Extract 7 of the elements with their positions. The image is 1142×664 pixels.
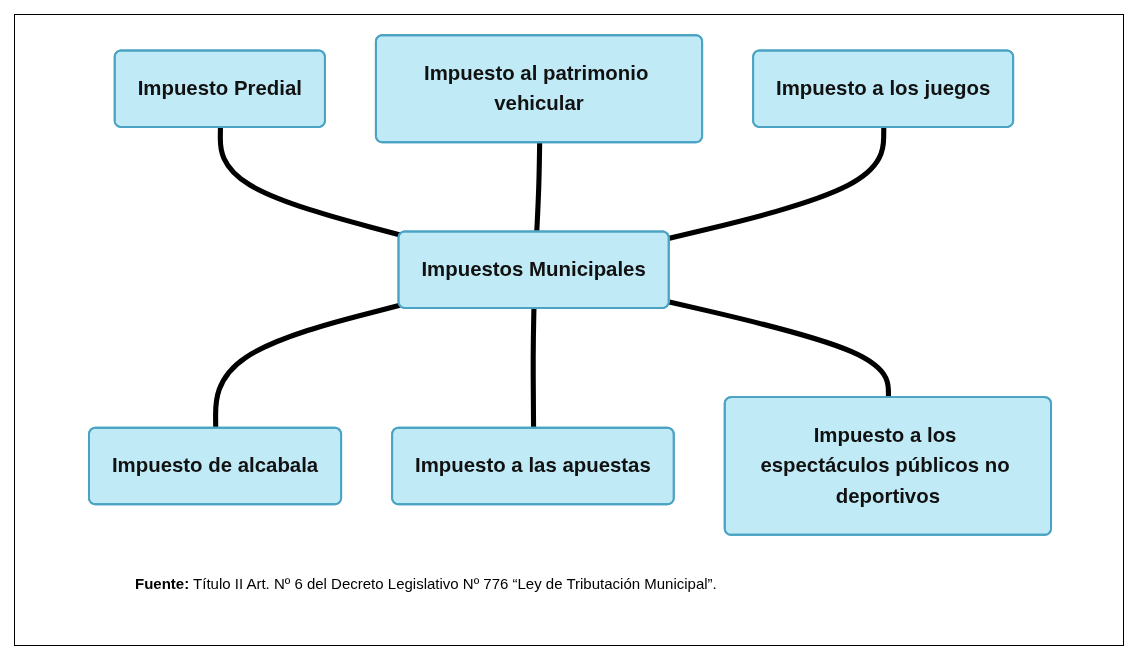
connector (668, 127, 887, 241)
connector (530, 308, 537, 429)
source-caption: Fuente: Título II Art. Nº 6 del Decreto Legislativo Nº 776 “Ley de Tributación Municipal”. (135, 575, 717, 592)
connector (534, 142, 543, 233)
connector (217, 127, 401, 238)
connector (668, 299, 892, 398)
connector (213, 302, 401, 429)
